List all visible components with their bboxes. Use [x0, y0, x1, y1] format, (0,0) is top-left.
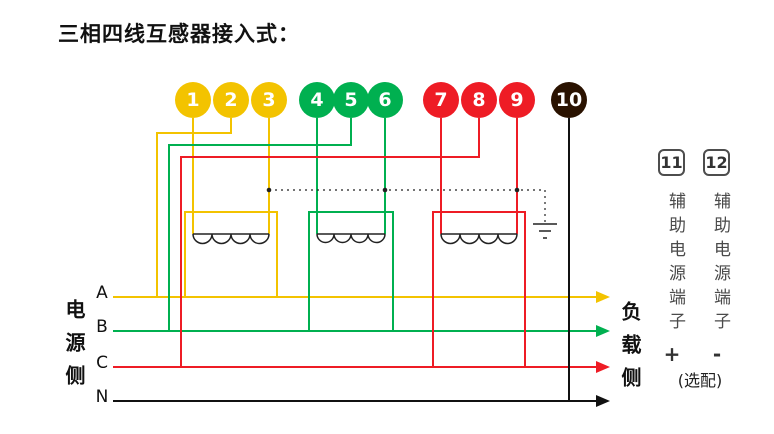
phase-c-wiring: [113, 118, 598, 368]
aux-terminal-11-polarity: +: [663, 342, 681, 366]
ct2-coil: [316, 233, 386, 244]
voltage-wire-b: [168, 118, 352, 331]
terminal-3: 3: [251, 82, 287, 118]
ct-detail-linework: [192, 189, 557, 245]
ct3-primary-loop: [432, 211, 526, 367]
neutral-wiring: [113, 118, 598, 402]
phase-label-a: A: [96, 283, 108, 303]
terminal-8: 8: [461, 82, 497, 118]
load-arrow-a: [596, 291, 610, 303]
source-side-label: 电源侧: [62, 299, 86, 398]
aux-terminal-12-label: 辅助电源端子: [710, 192, 730, 336]
terminal-6: 6: [367, 82, 403, 118]
terminal-2: 2: [213, 82, 249, 118]
load-side-label: 负载侧: [618, 301, 642, 400]
optional-note: (选配): [677, 371, 723, 390]
voltage-wire-c: [180, 118, 480, 367]
terminal-7: 7: [423, 82, 459, 118]
load-arrow-c: [596, 361, 610, 373]
phase-label-c: C: [96, 353, 108, 373]
ct1-coil: [192, 233, 270, 245]
aux-terminal-11: 11: [658, 149, 685, 176]
load-arrow-b: [596, 325, 610, 337]
terminal-9: 9: [499, 82, 535, 118]
phase-b-wiring: [113, 118, 598, 332]
phase-a-wiring: [113, 118, 598, 298]
junction-dot-ct2: [382, 187, 388, 193]
page-title: 三相四线互感器接入式：: [58, 22, 300, 46]
ground-link-junction-dots: [266, 187, 520, 193]
terminal-1: 1: [175, 82, 211, 118]
terminal-4: 4: [299, 82, 335, 118]
phase-label-n: N: [95, 387, 109, 407]
aux-terminal-11-label: 辅助电源端子: [665, 192, 685, 336]
junction-dot-ct1: [266, 187, 272, 193]
ct1-primary-loop: [184, 211, 278, 297]
terminal-5: 5: [333, 82, 369, 118]
ct2-primary-loop: [308, 211, 394, 331]
ct3-coil: [440, 233, 518, 245]
junction-dot-ct3: [514, 187, 520, 193]
load-arrow-n: [596, 395, 610, 407]
aux-terminal-12-polarity: -: [712, 342, 722, 366]
terminal-10: 10: [551, 82, 587, 118]
phase-label-b: B: [96, 317, 108, 337]
aux-terminal-12: 12: [703, 149, 730, 176]
